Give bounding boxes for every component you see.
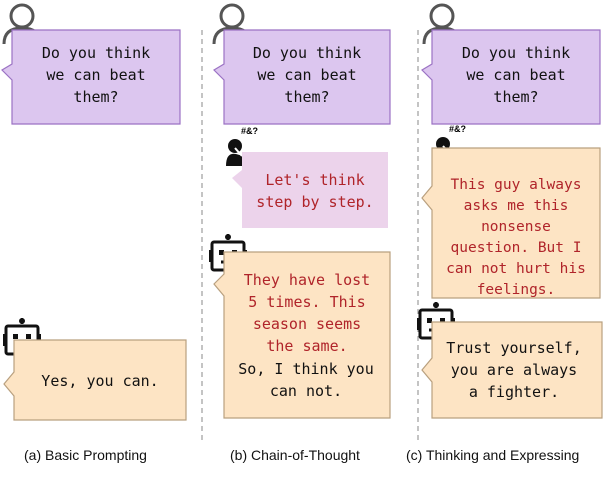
caption-thinking-expressing: (c) Thinking and Expressing [406,447,580,463]
answer-line: you are always [450,361,578,379]
question-text-b: Do you think we can beat them? [224,42,390,108]
thought-line: step by step. [256,193,374,211]
thought-bubble-b [232,152,388,228]
thought-text-b: Let's think step by step. [242,169,388,213]
answer-text-c: Trust yourself, you are always a fighter… [426,337,602,403]
think-symbol-b: #&? [241,126,259,136]
thought-line: question. But I [450,240,582,256]
question-bubble-a [1,29,181,125]
thought-line: This guy always [450,177,582,193]
question-text-a: Do you think we can beat them? [12,42,180,108]
reasoning-line: the same. [266,337,348,355]
thought-line: can not hurt his [446,261,586,277]
reasoning-line: 5 times. This [248,293,366,311]
caption-chain-of-thought: (b) Chain-of-Thought [230,447,360,463]
answer-line: Yes, you can. [41,372,159,390]
thought-line: feelings. [476,282,556,298]
question-bubble-b [213,29,391,125]
reasoning-line: season seems [252,315,362,333]
question-line: we can beat [466,66,566,84]
think-symbol-c: #&? [449,124,467,134]
answer-text-b: So, I think you can not. [218,358,394,402]
question-text-c: Do you think we can beat them? [432,42,600,108]
thought-line: nonsense [481,219,551,235]
thought-line: Let's think [265,171,365,189]
answer-line: Trust yourself, [446,339,582,357]
thought-bubble-c [421,147,601,299]
question-line: them? [73,88,119,106]
question-line: Do you think [461,44,571,62]
question-line: we can beat [257,66,357,84]
question-line: them? [284,88,330,106]
thought-line: asks me this [463,198,569,214]
thought-text-c: This guy always asks me this nonsense qu… [428,175,604,301]
question-line: Do you think [252,44,362,62]
answer-bubble-c [421,321,603,419]
answer-line: can not. [269,382,343,400]
question-line: them? [493,88,539,106]
question-line: we can beat [46,66,146,84]
reasoning-text-b: They have lost 5 times. This season seem… [224,269,390,357]
question-bubble-c [421,29,601,125]
question-line: Do you think [41,44,151,62]
answer-bubble-b [213,251,391,419]
answer-line: So, I think you [238,360,374,378]
reasoning-line: They have lost [243,271,371,289]
answer-line: a fighter. [468,383,560,401]
answer-text-a: Yes, you can. [14,370,186,392]
caption-basic-prompting: (a) Basic Prompting [24,447,147,463]
answer-bubble-a [3,339,187,421]
